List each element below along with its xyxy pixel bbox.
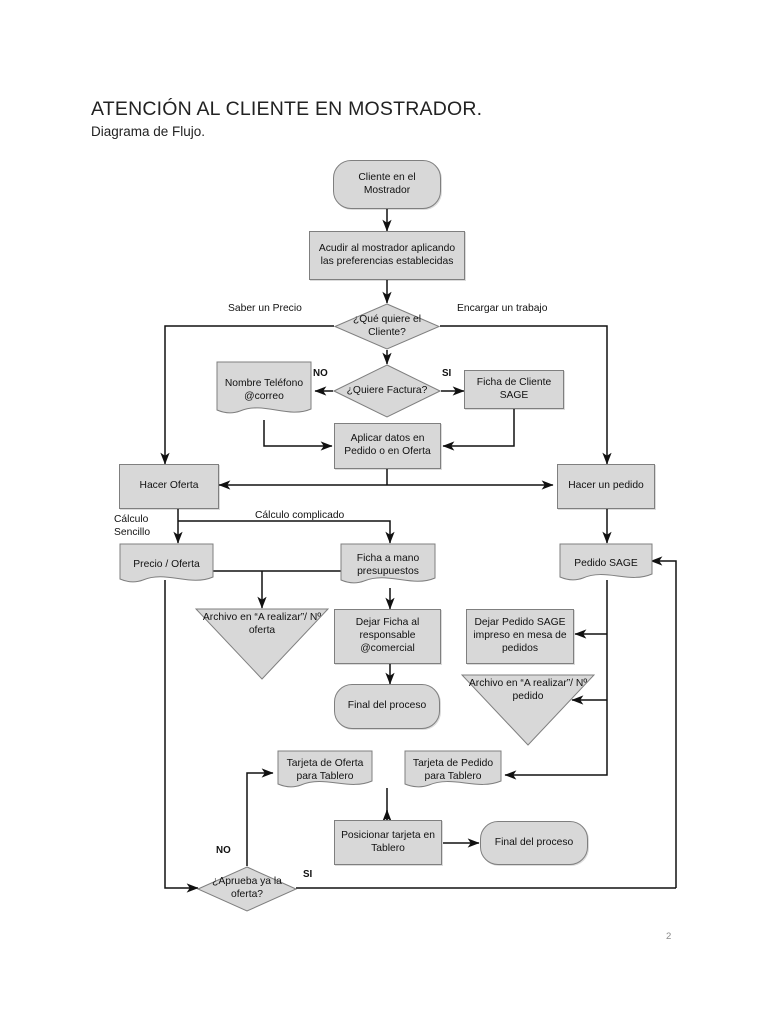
document-shape (340, 543, 436, 584)
triangle-shape (461, 674, 595, 746)
edge-label-calculo-complicado: Cálculo complicado (255, 510, 345, 521)
node-label: Pedido SAGE (574, 557, 638, 569)
document-shape (404, 750, 502, 788)
node-ficha-a-mano-presupuestos[interactable]: Ficha a mano presupuestos (340, 543, 436, 589)
edge-label-aprueba-no: NO (216, 845, 231, 856)
node-label: Archivo en “A realizar”/ Nº oferta (202, 612, 322, 636)
node-archivo-a-realizar-oferta[interactable]: Archivo en “A realizar”/ Nº oferta (195, 608, 329, 680)
diamond-shape (333, 364, 441, 418)
node-label: Precio / Oferta (133, 558, 200, 570)
node-dejar-ficha-responsable[interactable]: Dejar Ficha al responsable @comercial (334, 609, 441, 664)
node-aprueba-ya-la-oferta[interactable]: ¿Aprueba ya la oferta? (197, 866, 297, 912)
node-label: Ficha de Cliente SAGE (476, 376, 552, 401)
node-label: Tarjeta de Oferta para Tablero (286, 758, 364, 782)
edge-label-aprueba-si: SI (303, 869, 313, 880)
node-que-quiere-el-cliente[interactable]: ¿Qué quiere el Cliente? (334, 303, 440, 350)
node-aplicar-datos[interactable]: Aplicar datos en Pedido o en Oferta (334, 423, 441, 469)
document-shape (559, 543, 653, 581)
document-shape (277, 750, 373, 788)
edge-label-saber-un-precio: Saber un Precio (228, 303, 302, 314)
node-quiere-factura[interactable]: ¿Quiere Factura? (333, 364, 441, 418)
node-tarjeta-de-oferta[interactable]: Tarjeta de Oferta para Tablero (277, 750, 373, 792)
node-label: ¿Quiere Factura? (346, 384, 428, 396)
page-title: ATENCIÓN AL CLIENTE EN MOSTRADOR. (91, 98, 483, 120)
node-ficha-cliente-sage[interactable]: Ficha de Cliente SAGE (464, 370, 564, 409)
node-final-del-proceso-2[interactable]: Final del proceso (480, 821, 588, 865)
node-label: Aplicar datos en Pedido o en Oferta (344, 433, 431, 457)
node-dejar-pedido-sage-impreso[interactable]: Dejar Pedido SAGE impreso en mesa de ped… (466, 609, 574, 664)
edge-label-calculo-sencillo: Cálculo Sencillo (114, 514, 151, 539)
triangle-shape (195, 608, 329, 680)
node-label: Ficha a mano presupuestos (356, 553, 420, 577)
node-label: ¿Aprueba ya la oferta? (212, 876, 282, 900)
node-label: Hacer Oferta (139, 480, 199, 492)
node-archivo-a-realizar-pedido[interactable]: Archivo en “A realizar”/ Nº pedido (461, 674, 595, 746)
edge-label-encargar-un-trabajo: Encargar un trabajo (457, 303, 548, 314)
node-label: Final del proceso (494, 836, 574, 848)
edge-label-factura-si: SI (442, 368, 452, 379)
node-hacer-oferta[interactable]: Hacer Oferta (119, 464, 219, 509)
node-tarjeta-de-pedido[interactable]: Tarjeta de Pedido para Tablero (404, 750, 502, 792)
node-final-del-proceso-1[interactable]: Final del proceso (334, 684, 440, 729)
node-label: Hacer un pedido (568, 480, 644, 492)
node-hacer-un-pedido[interactable]: Hacer un pedido (557, 464, 655, 509)
node-precio-oferta[interactable]: Precio / Oferta (119, 543, 214, 587)
node-label: Tarjeta de Pedido para Tablero (412, 758, 494, 782)
node-label: ¿Qué quiere el Cliente? (352, 313, 422, 338)
node-label: Archivo en “A realizar”/ Nº pedido (468, 678, 588, 702)
node-label: Cliente en el Mostrador (358, 171, 416, 196)
node-cliente-en-mostrador[interactable]: Cliente en el Mostrador (333, 160, 441, 209)
node-label: Posicionar tarjeta en Tablero (341, 829, 435, 854)
node-label: Dejar Pedido SAGE impreso en mesa de ped… (473, 617, 567, 654)
node-label: Nombre Teléfono @correo (224, 377, 304, 402)
node-label: Final del proceso (347, 700, 427, 712)
node-pedido-sage[interactable]: Pedido SAGE (559, 543, 653, 585)
diamond-shape (197, 866, 297, 912)
node-label: Dejar Ficha al responsable @comercial (355, 617, 420, 654)
document-shape (216, 361, 312, 414)
node-label: Acudir al mostrador aplicando las prefer… (318, 242, 456, 267)
node-posicionar-tarjeta[interactable]: Posicionar tarjeta en Tablero (334, 820, 442, 865)
document-shape (119, 543, 214, 583)
node-nombre-telefono-correo[interactable]: Nombre Teléfono @correo (216, 361, 312, 420)
diamond-shape (334, 303, 440, 350)
edge-label-factura-no: NO (313, 368, 328, 379)
page-subtitle: Diagrama de Flujo. (91, 124, 206, 139)
page-number: 2 (666, 931, 672, 942)
node-acudir-al-mostrador[interactable]: Acudir al mostrador aplicando las prefer… (309, 231, 465, 280)
